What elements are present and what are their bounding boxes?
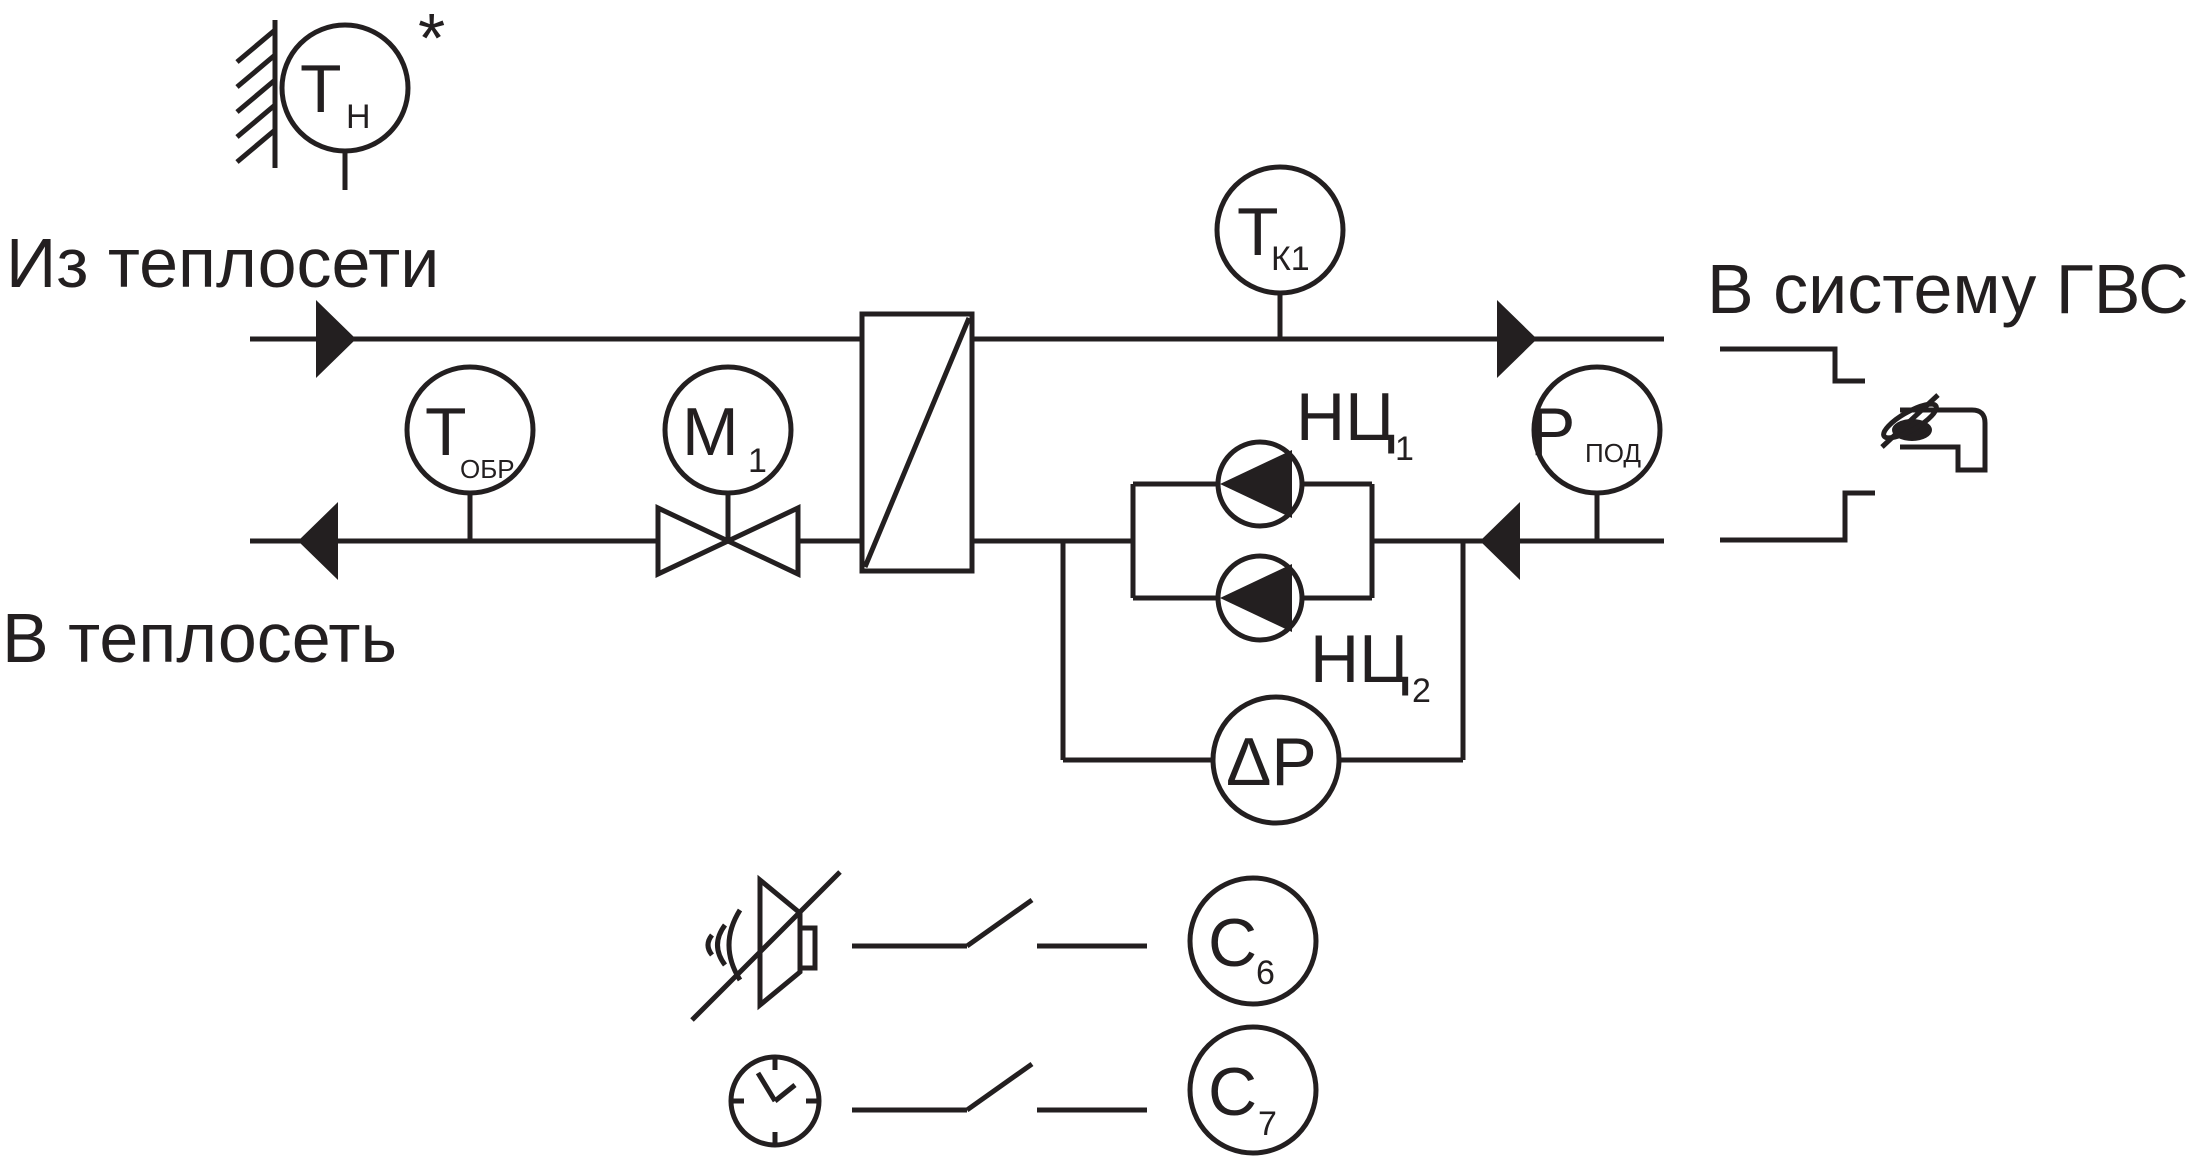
primary-supply-line <box>250 300 862 378</box>
sensor-subscript: ОБР <box>460 454 515 484</box>
actuator-symbol: M <box>682 394 739 470</box>
dhw-supply-temperature-sensor: T К1 <box>1214 164 1346 339</box>
clock-icon <box>728 1054 822 1148</box>
speaker-muted-icon <box>690 870 842 1022</box>
return-temperature-sensor: T ОБР <box>404 364 536 541</box>
heat-exchanger-body <box>859 311 975 574</box>
contact-subscript: 7 <box>1258 1105 1277 1143</box>
footnote-mark: * <box>418 0 445 77</box>
contact-circle <box>1187 875 1319 1007</box>
pump-triangle-icon <box>1220 450 1292 518</box>
sensor-symbol: T <box>300 51 342 127</box>
sensor-subscript: Н <box>346 98 371 136</box>
pump-triangle-icon <box>1220 564 1292 632</box>
sensor-symbol: P <box>1530 394 1575 470</box>
water-tap-icon <box>1880 393 1988 473</box>
to-dhw-system-label: В систему ГВС <box>1707 250 2189 328</box>
primary-return-line <box>250 502 862 580</box>
to-heat-network-label: В теплосеть <box>2 599 397 677</box>
contact-circle <box>1187 1024 1319 1156</box>
valve-body-right <box>722 504 801 578</box>
timer-contact: C 7 <box>728 1024 1319 1156</box>
contact-subscript: 6 <box>1256 954 1275 992</box>
heat-exchanger-diagonal <box>862 317 972 568</box>
switch-contact <box>852 1061 1147 1113</box>
supply-pressure-sensor: P ПОД <box>1530 364 1663 541</box>
circulation-pump-1: НЦ 1 <box>1215 379 1414 529</box>
sensor-symbol: T <box>425 394 467 470</box>
pump-symbol: НЦ <box>1296 379 1395 455</box>
sound-alarm-contact: C 6 <box>690 870 1319 1022</box>
flow-arrow-left-icon <box>1480 502 1520 580</box>
diff-pressure-symbol: ΔP <box>1226 724 1317 800</box>
control-valve-m1: M 1 <box>655 364 801 578</box>
contact-symbol: C <box>1208 1054 1257 1130</box>
sensor-subscript: ПОД <box>1585 438 1641 468</box>
circulation-pump-2: НЦ 2 <box>1215 553 1431 710</box>
contact-symbol: C <box>1208 905 1257 981</box>
actuator-circle <box>662 364 794 496</box>
flow-arrow-left-icon <box>298 502 338 580</box>
differential-pressure-loop: ΔP <box>1060 541 1466 826</box>
dhw-consumer <box>1720 346 1988 543</box>
dhw-pipe-bottom <box>1720 490 1875 543</box>
dhw-pipe-top <box>1720 346 1865 384</box>
wall-hatch <box>235 28 277 164</box>
dhw-circulation-line <box>972 502 1664 580</box>
sensor-symbol: T <box>1237 194 1279 270</box>
dhw-supply-line <box>972 300 1664 378</box>
pump-symbol: НЦ <box>1310 621 1409 697</box>
valve-body-left <box>655 504 734 578</box>
flow-arrow-right-icon <box>1497 300 1537 378</box>
switch-contact <box>852 897 1147 949</box>
pump-subscript: 2 <box>1412 672 1431 710</box>
outdoor-temperature-sensor: T Н * <box>235 0 445 190</box>
diff-pressure-sensor-circle <box>1210 694 1342 826</box>
pump-subscript: 1 <box>1395 430 1414 468</box>
actuator-subscript: 1 <box>748 442 767 480</box>
flow-arrow-right-icon <box>316 300 356 378</box>
from-heat-network-label: Из теплосети <box>6 224 439 302</box>
sensor-subscript: К1 <box>1271 240 1310 278</box>
heat-exchanger <box>859 311 975 574</box>
pump-manifold <box>1130 481 1375 601</box>
